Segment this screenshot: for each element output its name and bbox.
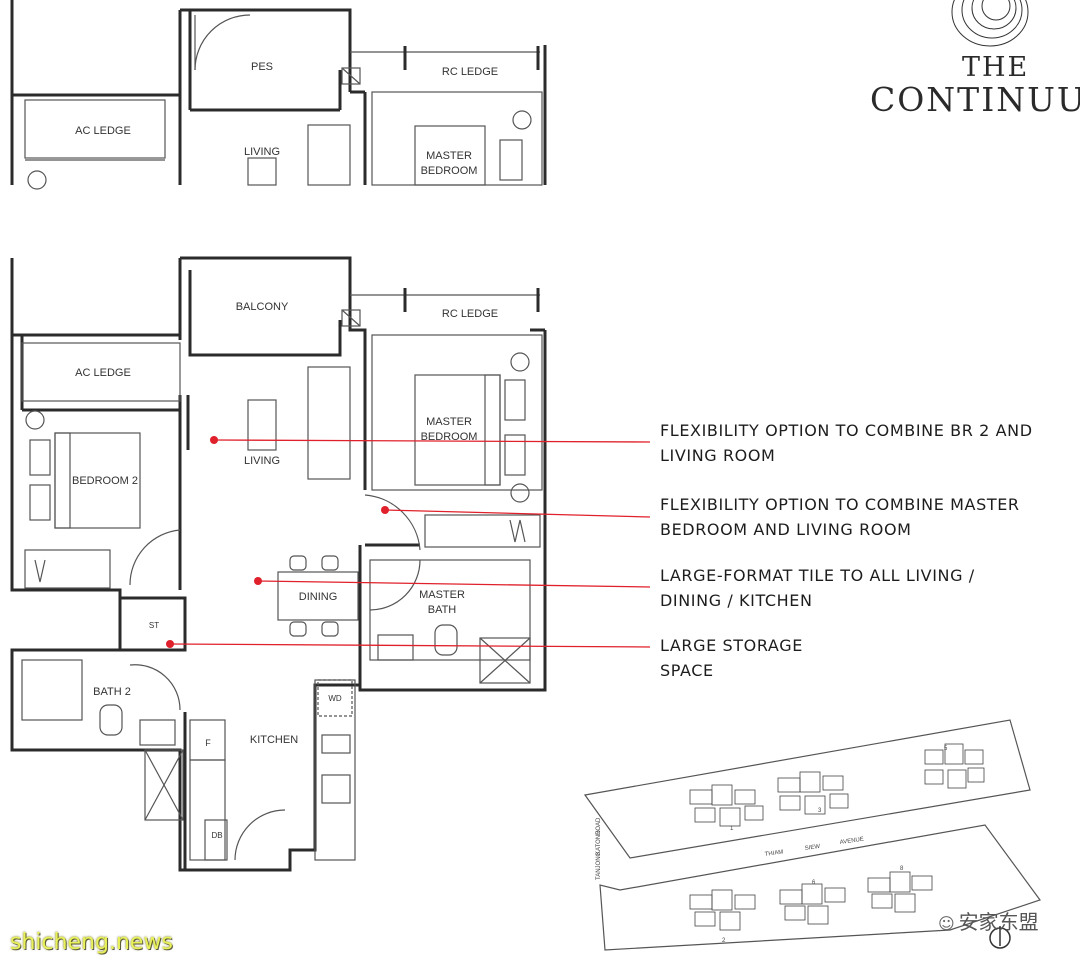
callout-line-3 bbox=[257, 580, 651, 588]
kitchen-label: KITCHEN bbox=[250, 734, 298, 746]
callout-combine-br2-living: FLEXIBILITY OPTION TO COMBINE BR 2 AND L… bbox=[660, 418, 1033, 468]
wechat-account-label: ☺安家东盟 bbox=[938, 906, 1039, 935]
callout-1-line-2: LIVING ROOM bbox=[660, 446, 776, 465]
wechat-account-name: 安家东盟 bbox=[958, 910, 1039, 934]
callout-2-line-1: FLEXIBILITY OPTION TO COMBINE MASTER bbox=[660, 495, 1020, 514]
bedroom2-label: BEDROOM 2 bbox=[72, 475, 138, 487]
db-label: DB bbox=[211, 831, 222, 840]
logo-swirl-icon bbox=[951, 0, 1029, 47]
callout-4-line-1: LARGE STORAGE bbox=[660, 636, 803, 655]
storage-label: ST bbox=[149, 621, 159, 630]
logo-line-2: CONTINUU bbox=[870, 80, 1080, 119]
master-bedroom-label-2: BEDROOM bbox=[421, 431, 478, 443]
site-plan-labels: TANJONG KATONG ROAD THIAM SIEW AVENUE 1 … bbox=[596, 746, 948, 944]
ac-ledge-label: AC LEDGE bbox=[75, 367, 131, 379]
main-floor-plan-fixtures bbox=[21, 288, 543, 861]
fridge-label: F bbox=[205, 738, 211, 748]
callout-3-line-1: LARGE-FORMAT TILE TO ALL LIVING / bbox=[660, 566, 975, 585]
callout-combine-master-living: FLEXIBILITY OPTION TO COMBINE MASTER BED… bbox=[660, 492, 1020, 542]
road-label-siew: SIEW bbox=[804, 844, 820, 852]
top-ac-ledge-label: AC LEDGE bbox=[75, 125, 131, 137]
callout-1-line-1: FLEXIBILITY OPTION TO COMBINE BR 2 AND bbox=[660, 421, 1033, 440]
callout-4-line-2: SPACE bbox=[660, 661, 714, 680]
block-label-3: 3 bbox=[818, 808, 822, 814]
master-bath-label-1: MASTER bbox=[419, 589, 465, 601]
callout-large-format-tile: LARGE-FORMAT TILE TO ALL LIVING / DINING… bbox=[660, 563, 975, 613]
road-label-thiam: THIAM bbox=[764, 849, 783, 858]
bath2-label: BATH 2 bbox=[93, 686, 131, 698]
main-floor-plan-walls bbox=[10, 256, 547, 872]
block-label-1: 1 bbox=[730, 826, 734, 832]
master-bedroom-label-1: MASTER bbox=[426, 416, 472, 428]
callout-line-1 bbox=[213, 439, 651, 443]
site-plan bbox=[583, 719, 1041, 951]
dining-label: DINING bbox=[299, 591, 338, 603]
block-label-8: 8 bbox=[900, 866, 904, 872]
wd-label: WD bbox=[328, 694, 342, 703]
rc-ledge-label: RC LEDGE bbox=[442, 308, 498, 320]
road-label-tanjong: TANJONG bbox=[596, 851, 602, 880]
block-label-2: 2 bbox=[722, 938, 726, 944]
road-label-katong: KATONG bbox=[596, 830, 602, 855]
top-bedroom-label: BEDROOM bbox=[421, 165, 478, 177]
top-pes-label: PES bbox=[251, 61, 273, 73]
block-label-5: 5 bbox=[944, 746, 948, 752]
callout-line-4 bbox=[169, 643, 651, 648]
callout-2-line-2: BEDROOM AND LIVING ROOM bbox=[660, 520, 912, 539]
callout-lines bbox=[166, 436, 651, 648]
balcony-label: BALCONY bbox=[236, 301, 289, 313]
block-label-6: 6 bbox=[812, 880, 816, 886]
watermark: shicheng.news bbox=[10, 930, 173, 955]
top-master-label: MASTER bbox=[426, 150, 472, 162]
callout-large-storage: LARGE STORAGE SPACE bbox=[660, 633, 803, 683]
callout-3-line-2: DINING / KITCHEN bbox=[660, 591, 813, 610]
top-living-label: LIVING bbox=[244, 146, 280, 158]
living-label: LIVING bbox=[244, 455, 280, 467]
logo-line-1: THE bbox=[962, 52, 1030, 83]
callout-line-2 bbox=[384, 509, 651, 518]
road-label-avenue: AVENUE bbox=[839, 837, 864, 846]
top-rc-ledge-label: RC LEDGE bbox=[442, 66, 498, 78]
master-bath-label-2: BATH bbox=[428, 604, 457, 616]
top-partial-plan bbox=[10, 0, 547, 190]
road-label-road: ROAD bbox=[596, 817, 602, 835]
wechat-icon: ☺ bbox=[938, 914, 955, 933]
